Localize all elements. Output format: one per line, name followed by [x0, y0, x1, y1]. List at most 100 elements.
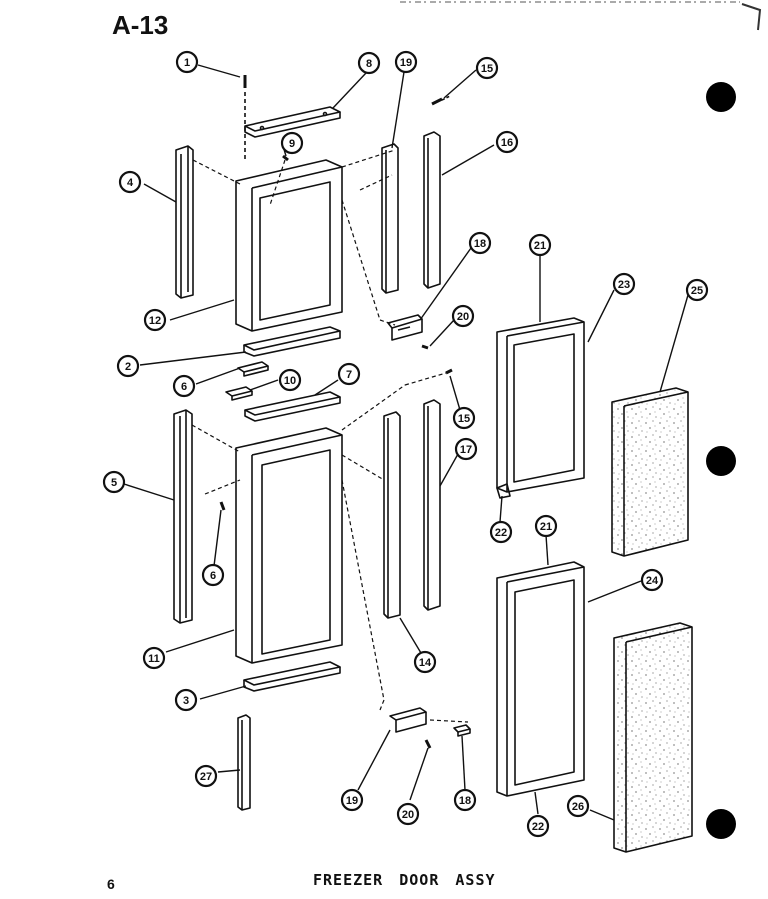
- callout-label: 23: [618, 279, 630, 291]
- callout-label: 17: [460, 444, 472, 456]
- part-23-gasket-upper: [496, 317, 585, 493]
- part-12-upper-frame: [235, 159, 343, 332]
- callout-label: 11: [148, 653, 160, 665]
- callout-c20a: 20: [451, 304, 475, 328]
- callout-circle: [685, 278, 709, 302]
- callout-c8a: 8: [357, 51, 381, 75]
- part-4-vertical-strip: [175, 145, 194, 299]
- callout-c5: 5: [102, 470, 126, 494]
- callout-c22a: 22: [489, 520, 513, 544]
- callout-circle: [495, 130, 519, 154]
- callout-label: 25: [691, 285, 703, 297]
- callout-c25: 25: [685, 278, 709, 302]
- callout-label: 22: [495, 527, 507, 539]
- callout-circle: [468, 231, 492, 255]
- part-24-gasket-lower: [496, 561, 585, 797]
- callout-circle: [566, 794, 590, 818]
- callout-c2: 2: [116, 354, 140, 378]
- callout-circle: [201, 563, 225, 587]
- callout-c1: 1: [175, 50, 199, 74]
- callout-label: 2: [125, 361, 131, 373]
- registration-dots: [706, 82, 736, 839]
- callout-label: 14: [419, 657, 432, 669]
- callout-c10: 10: [278, 368, 302, 392]
- part-10-plate: [225, 386, 253, 401]
- callout-label: 16: [501, 137, 513, 149]
- callout-circle: [452, 406, 476, 430]
- callout-circle: [172, 374, 196, 398]
- callout-circle: [475, 56, 499, 80]
- callout-circle: [118, 170, 142, 194]
- callout-c14: 14: [413, 650, 437, 674]
- callout-circle: [194, 764, 218, 788]
- part-2-bottom-channel: [243, 326, 341, 357]
- callout-label: 24: [646, 575, 659, 587]
- callout-label: 15: [458, 413, 470, 425]
- callout-c27: 27: [194, 764, 218, 788]
- callout-c23: 23: [612, 272, 636, 296]
- part-17-strip: [423, 399, 441, 611]
- lower-guide-lines: [191, 372, 469, 723]
- callout-c24: 24: [640, 568, 664, 592]
- callout-label: 12: [149, 315, 161, 327]
- callout-label: 21: [540, 521, 552, 533]
- part-11-lower-frame: [235, 427, 343, 664]
- callout-label: 22: [532, 821, 544, 833]
- part-18-hinge-upper: [387, 314, 423, 341]
- callout-c9: 9: [280, 131, 304, 155]
- part-18-hinge-lower: [389, 707, 427, 733]
- callout-c21a: 21: [528, 233, 552, 257]
- part-25-insulation-upper: [611, 387, 689, 557]
- part-6-plate: [237, 361, 269, 377]
- callout-circle: [175, 50, 199, 74]
- callout-c20b: 20: [396, 802, 420, 826]
- callout-c16: 16: [495, 130, 519, 154]
- callout-c11: 11: [142, 646, 166, 670]
- part-16-strip: [423, 131, 441, 289]
- callout-circle: [280, 131, 304, 155]
- callout-label: 1: [184, 57, 190, 69]
- callout-label: 6: [181, 381, 187, 393]
- callout-label: 20: [402, 809, 414, 821]
- callout-circle: [357, 51, 381, 75]
- callout-c17: 17: [454, 437, 478, 461]
- callout-label: 15: [481, 63, 493, 75]
- callout-label: 19: [346, 795, 358, 807]
- callout-circle: [174, 688, 198, 712]
- callout-label: 18: [474, 238, 486, 250]
- leader-lines: [123, 64, 689, 821]
- callout-label: 10: [284, 375, 296, 387]
- callout-circle: [526, 814, 550, 838]
- callout-label: 5: [111, 477, 117, 489]
- callout-label: 6: [210, 570, 216, 582]
- part-27-strip: [237, 714, 251, 811]
- callout-c19b: 19: [340, 788, 364, 812]
- callout-c6b: 6: [201, 563, 225, 587]
- callout-c15a: 15: [475, 56, 499, 80]
- callout-circle: [337, 362, 361, 386]
- callout-label: 19: [400, 57, 412, 69]
- callout-circle: [640, 568, 664, 592]
- callout-label: 20: [457, 311, 469, 323]
- callout-c12: 12: [143, 308, 167, 332]
- upper-guide-lines: [192, 149, 396, 326]
- callout-circle: [451, 304, 475, 328]
- figure-caption: FREEZER DOOR ASSY: [313, 871, 496, 889]
- callout-circle: [102, 470, 126, 494]
- callout-c6a: 6: [172, 374, 196, 398]
- callout-circle: [454, 437, 478, 461]
- callout-c19a: 19: [394, 50, 418, 74]
- part-3-bottom-channel: [243, 661, 341, 692]
- callout-c22b: 22: [526, 814, 550, 838]
- part-7-channel: [244, 391, 341, 422]
- callout-label: 18: [459, 795, 471, 807]
- page-number: 6: [107, 876, 115, 892]
- callout-label: 26: [572, 801, 584, 813]
- callout-c18a: 18: [468, 231, 492, 255]
- callout-circle: [340, 788, 364, 812]
- callout-label: 27: [200, 771, 212, 783]
- callout-label: 21: [534, 240, 546, 252]
- callout-c7: 7: [337, 362, 361, 386]
